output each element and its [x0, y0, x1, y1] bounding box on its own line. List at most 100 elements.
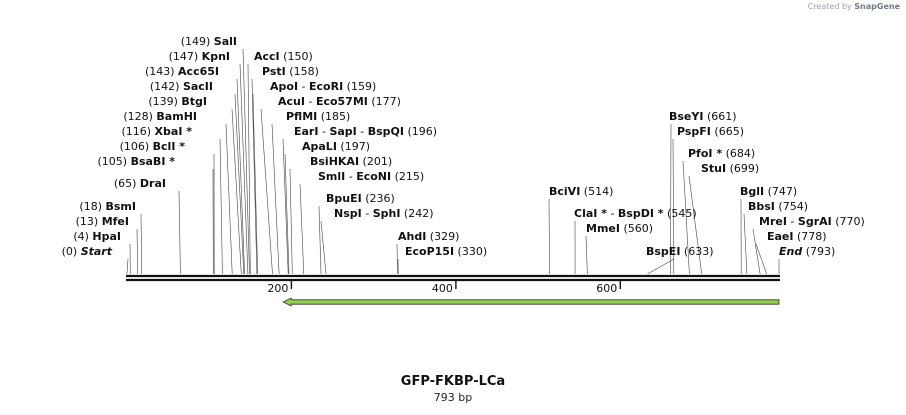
scale-tick-label: 200: [267, 282, 288, 295]
restriction-site-label[interactable]: MreI - SgrAI (770): [759, 215, 865, 228]
site-label-part: (197): [337, 140, 370, 153]
site-leader-line: [231, 108, 242, 275]
site-label-part: (116): [121, 125, 154, 138]
scale-ticks: 200 400 600: [267, 280, 621, 295]
snapgene-brand: SnapGene: [854, 2, 900, 11]
site-label-part: DraI: [140, 177, 166, 190]
site-leader-line: [247, 63, 251, 275]
site-label-part: (177): [368, 95, 401, 108]
restriction-site-label[interactable]: PspFI (665): [677, 125, 744, 138]
site-label-part: MmeI: [586, 222, 620, 235]
site-label-part: -: [362, 207, 373, 220]
restriction-site-label[interactable]: (139) BtgI: [148, 95, 207, 108]
restriction-site-label[interactable]: (116) XbaI *: [121, 125, 192, 138]
restriction-site-label[interactable]: End (793): [779, 245, 835, 258]
restriction-site-label[interactable]: AccI (150): [254, 50, 313, 63]
site-label-part: (106): [120, 140, 153, 153]
restriction-site-label[interactable]: (65) DraI: [114, 177, 166, 190]
site-leader-line: [647, 258, 675, 275]
restriction-site-label[interactable]: ApoI - EcoRI (159): [270, 80, 376, 93]
site-leader-line: [242, 48, 250, 275]
site-leader-line: [585, 235, 588, 275]
site-label-part: BsmI: [106, 200, 137, 213]
feature-arrow-shape[interactable]: [282, 297, 780, 307]
site-label-part: (330): [454, 245, 487, 258]
restriction-site-label[interactable]: (0) Start: [62, 245, 113, 258]
restriction-site-label[interactable]: (4) HpaI: [73, 230, 121, 243]
restriction-site-label[interactable]: AhdI (329): [398, 230, 459, 243]
restriction-site-label[interactable]: (142) SacII: [150, 80, 213, 93]
site-label-part: (13): [76, 215, 102, 228]
restriction-site-label[interactable]: BbsI (754): [748, 200, 808, 213]
site-label-part: ApaLI: [302, 140, 337, 153]
site-leader-line: [299, 183, 305, 275]
restriction-site-label[interactable]: BpuEI (236): [326, 192, 395, 205]
site-label-part: EcoNI: [356, 170, 391, 183]
site-label-part: ApoI: [270, 80, 298, 93]
restriction-site-label[interactable]: (106) BclI *: [120, 140, 186, 153]
restriction-site-label[interactable]: (105) BsaBI *: [98, 155, 176, 168]
site-label-part: -: [607, 207, 618, 220]
restriction-site-label[interactable]: ClaI * - BspDI * (545): [574, 207, 697, 220]
site-label-part: (329): [426, 230, 459, 243]
scale-tick-label: 600: [596, 282, 617, 295]
restriction-site-label[interactable]: SmlI - EcoNI (215): [318, 170, 424, 183]
site-leader-line: [225, 123, 233, 275]
restriction-site-label[interactable]: StuI (699): [701, 162, 759, 175]
site-leader-line: [178, 190, 181, 275]
site-leader-line: [219, 138, 223, 275]
site-labels: (0) Start (4) HpaI (13) MfeI (18) BsmI (65) …: [62, 35, 865, 258]
restriction-site-label[interactable]: AcuI - Eco57MI (177): [278, 95, 401, 108]
restriction-site-label[interactable]: (128) BamHI: [123, 110, 197, 123]
site-label-part: -: [298, 80, 309, 93]
site-label-part: BsiHKAI: [310, 155, 359, 168]
site-label-part: (159): [343, 80, 376, 93]
site-label-part: Acc65I: [178, 65, 219, 78]
site-label-part: SgrAI: [798, 215, 832, 228]
restriction-site-label[interactable]: BciVI (514): [549, 185, 613, 198]
site-label-part: HpaI: [92, 230, 121, 243]
restriction-site-label[interactable]: BseYI (661): [669, 110, 737, 123]
restriction-site-label[interactable]: BsiHKAI (201): [310, 155, 392, 168]
site-label-part: (142): [150, 80, 183, 93]
site-label-part: PstI: [262, 65, 286, 78]
restriction-site-label[interactable]: EarI - SapI - BspQI (196): [294, 125, 437, 138]
restriction-site-label[interactable]: PflMI (185): [286, 110, 350, 123]
restriction-site-label[interactable]: EaeI (778): [767, 230, 827, 243]
site-label-part: BtgI: [181, 95, 207, 108]
site-leader-line: [670, 123, 672, 275]
site-label-part: (65): [114, 177, 140, 190]
restriction-site-label[interactable]: (149) SalI: [181, 35, 237, 48]
restriction-site-label[interactable]: EcoP15I (330): [405, 245, 487, 258]
site-leader-line: [260, 108, 273, 275]
site-label-part: MreI: [759, 215, 787, 228]
restriction-site-label[interactable]: MmeI (560): [586, 222, 653, 235]
site-label-part: (545): [664, 207, 697, 220]
site-leader-lines: [126, 48, 780, 275]
site-leader-line: [755, 243, 767, 275]
site-leader-line: [396, 243, 398, 275]
site-label-part: ClaI *: [574, 207, 607, 220]
restriction-site-label[interactable]: PfoI * (684): [688, 147, 755, 160]
site-label-part: (201): [359, 155, 392, 168]
site-label-part: (105): [98, 155, 131, 168]
scale-tick-label: 400: [432, 282, 453, 295]
site-label-part: -: [357, 125, 368, 138]
restriction-site-label[interactable]: BspEI (633): [646, 245, 714, 258]
restriction-site-label[interactable]: (143) Acc65I: [145, 65, 219, 78]
restriction-site-label[interactable]: (18) BsmI: [79, 200, 136, 213]
restriction-site-label[interactable]: NspI - SphI (242): [334, 207, 434, 220]
site-leader-line: [136, 228, 138, 275]
restriction-site-label[interactable]: (147) KpnI: [169, 50, 230, 63]
site-label-part: -: [787, 215, 798, 228]
site-label-part: BsaBI *: [131, 155, 176, 168]
restriction-site-label[interactable]: BglI (747): [740, 185, 797, 198]
site-label-part: (661): [703, 110, 736, 123]
restriction-site-label[interactable]: ApaLI (197): [302, 140, 370, 153]
restriction-site-label[interactable]: PstI (158): [262, 65, 319, 78]
site-leader-line: [320, 220, 327, 275]
site-label-part: -: [305, 95, 316, 108]
site-label-part: BglI: [740, 185, 764, 198]
restriction-site-label[interactable]: (13) MfeI: [76, 215, 129, 228]
